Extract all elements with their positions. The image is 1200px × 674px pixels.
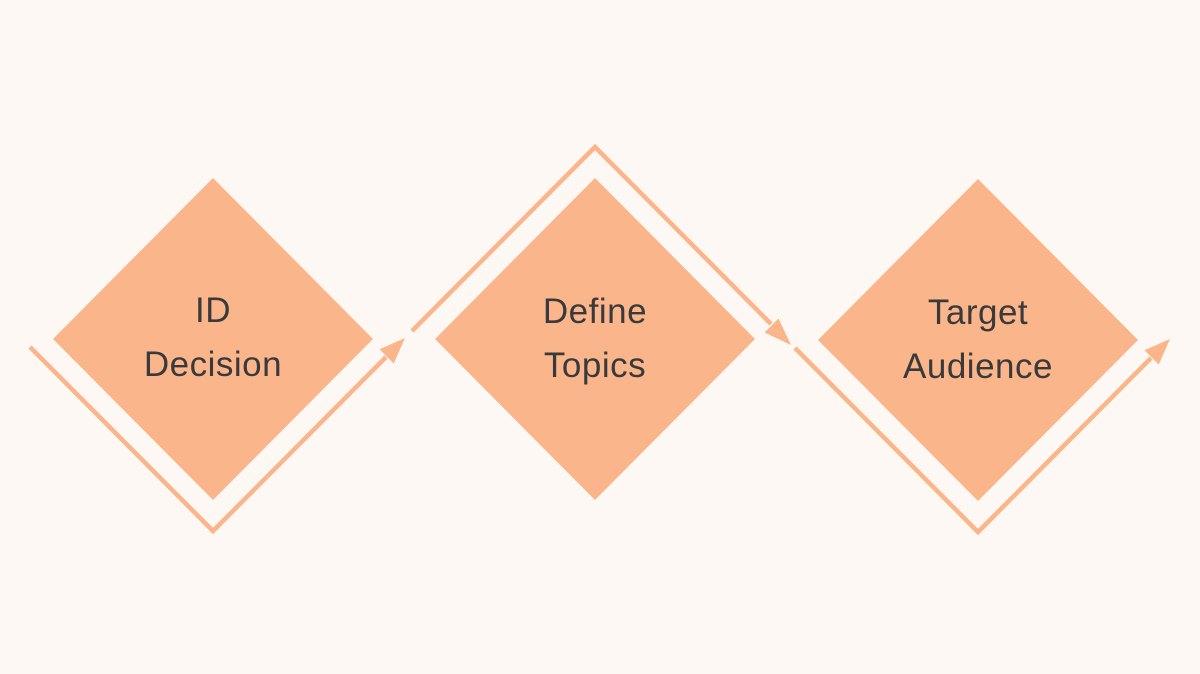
flow-arrow-1-line (28, 345, 388, 535)
flow-arrow-3-head-icon (1144, 339, 1170, 365)
diamond-shape-2 (435, 178, 755, 500)
flow-arrow-2-head-icon (764, 318, 791, 345)
step-1-label-line1: ID (195, 291, 231, 330)
step-1-label-line2: Decision (144, 345, 282, 384)
flow-arrow-1-head-icon (379, 338, 405, 364)
flow-arrow-2-line (410, 143, 773, 333)
step-2-label-line2: Topics (544, 346, 646, 385)
diamond-shape-3 (818, 179, 1138, 501)
diamond-shape-1 (53, 178, 373, 500)
flow-arrow-3-line (793, 346, 1153, 536)
step-3-label-line2: Audience (903, 347, 1053, 386)
step-3-group: Target Audience (793, 179, 1170, 536)
step-2-group: Define Topics (410, 143, 791, 500)
step-3-label-line1: Target (928, 293, 1028, 332)
step-2-label-line1: Define (543, 292, 647, 331)
step-1-group: ID Decision (28, 178, 405, 535)
